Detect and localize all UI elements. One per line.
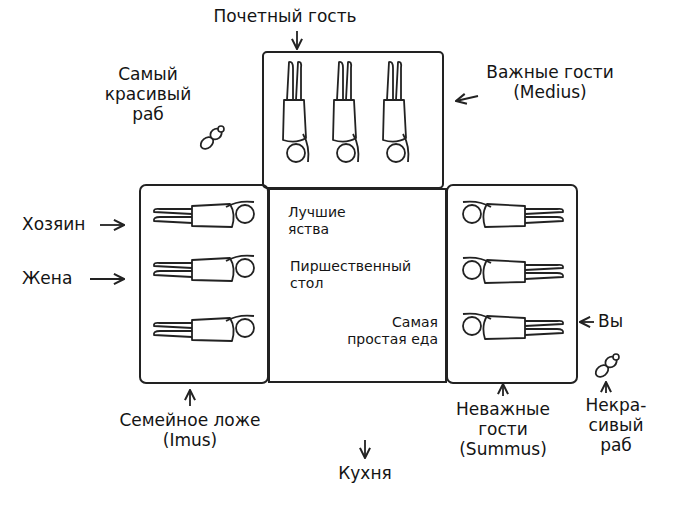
guest-figure: [463, 202, 563, 227]
guest-figure: [283, 62, 308, 162]
host-figure: [154, 202, 254, 227]
leader-arrow: [502, 384, 504, 396]
callout-label: Самый красивый раб: [98, 64, 198, 124]
medius-couch: [263, 52, 443, 188]
callout-label: Неважные гости (Summus): [448, 399, 558, 459]
callout-label: Важные гости (Medius): [480, 62, 620, 102]
callout-label: Почетный гость: [185, 6, 385, 26]
guest-figure: [463, 258, 563, 283]
callout-label: Некра- сивый раб: [578, 395, 654, 455]
table-text: Лучшие яства: [288, 204, 368, 238]
leader-arrow: [189, 390, 191, 406]
callout-label: Вы: [598, 311, 638, 331]
couches: [140, 52, 577, 383]
table-text: Пиршественный стол: [290, 258, 430, 292]
imus-couch: [140, 185, 268, 383]
family-figure: [154, 316, 254, 341]
reclining-guests: [154, 62, 563, 341]
leader-arrow: [456, 96, 478, 101]
callout-label: Жена: [22, 268, 92, 288]
leader-arrow: [100, 224, 124, 226]
summus-couch: [447, 185, 577, 383]
feast-table: Лучшие ястваПиршественный столСамая прос…: [268, 188, 447, 383]
table-text: Самая простая еда: [340, 314, 438, 348]
slave-icon: [198, 126, 224, 151]
guest-figure: [333, 62, 358, 162]
leader-arrow: [364, 440, 366, 458]
wife-figure: [154, 256, 254, 281]
callout-label: Кухня: [325, 463, 405, 483]
callout-label: Семейное ложе (Imus): [115, 410, 265, 450]
leader-arrow: [605, 382, 607, 393]
leader-arrow: [580, 321, 594, 323]
slave-icon: [593, 354, 619, 379]
callout-label: Хозяин: [22, 214, 102, 234]
guest-figure: [383, 62, 408, 162]
you-figure: [463, 314, 563, 339]
leader-arrow: [296, 31, 298, 49]
leader-arrow: [90, 278, 124, 280]
